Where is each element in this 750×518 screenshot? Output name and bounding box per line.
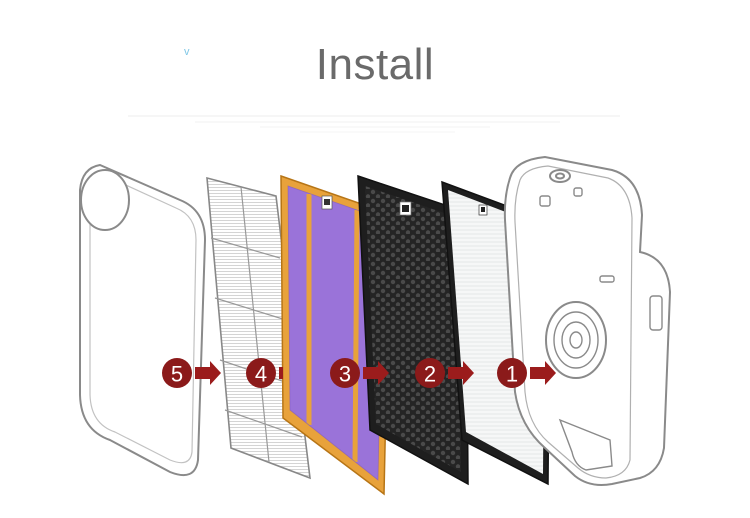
- carbon-filter: [357, 174, 469, 486]
- step-badge: [162, 358, 192, 388]
- step-number: 2: [424, 362, 436, 387]
- step-badge: [497, 358, 527, 388]
- step-5-marker: 5: [162, 358, 221, 388]
- step-number: 1: [506, 362, 518, 387]
- step-badge: [330, 358, 360, 388]
- step-3-marker: 3: [330, 358, 389, 388]
- antibacterial-filter: [280, 174, 391, 496]
- step-number: 3: [339, 362, 351, 387]
- purifier-body: [503, 155, 672, 486]
- corner-mark: v: [184, 46, 190, 58]
- step-number: 5: [171, 362, 183, 387]
- step-badge: [415, 358, 445, 388]
- arrow-right-icon: [279, 367, 283, 379]
- step-2-marker: 2: [415, 358, 474, 388]
- step-number: 4: [255, 362, 267, 387]
- front-cover: [79, 163, 207, 476]
- arrow-right-icon: [363, 361, 389, 385]
- arrow-right-icon: [195, 361, 221, 385]
- page-title: Install: [315, 40, 435, 89]
- step-badge: [246, 358, 276, 388]
- step-4-marker: 4: [246, 358, 283, 388]
- step-1-marker: 1: [497, 358, 556, 388]
- arrow-right-icon: [530, 361, 556, 385]
- arrow-right-icon: [448, 361, 474, 385]
